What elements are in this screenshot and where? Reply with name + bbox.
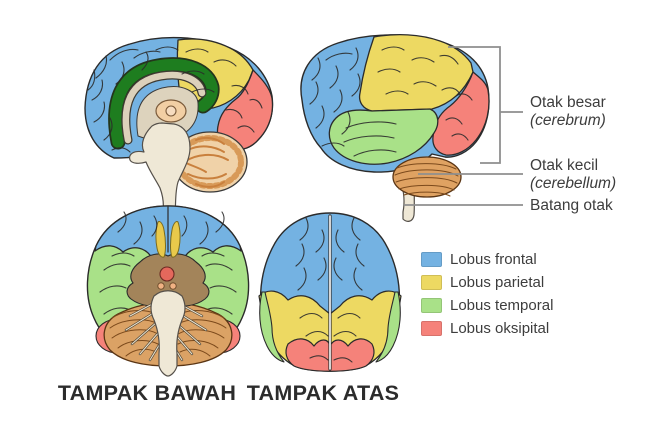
legend-swatch-oksipital	[421, 321, 442, 336]
legend-row-temporal: Lobus temporal	[421, 298, 553, 313]
legend-label-frontal: Lobus frontal	[450, 251, 537, 268]
sagittal-occipital-sulci	[225, 84, 263, 133]
superior-frontal-sulci	[295, 217, 365, 291]
superior-temporal-edge	[259, 291, 285, 363]
sagittal-cingulate-band	[109, 59, 218, 148]
superior-occipital-sulci	[309, 355, 353, 363]
sagittal-corpus-callosum	[122, 71, 206, 144]
inferior-mammillary-right	[169, 282, 177, 290]
legend-row-oksipital: Lobus oksipital	[421, 321, 553, 336]
label-batang-otak: Batang otak	[530, 197, 613, 214]
lateral-cerebellum-stripes	[394, 163, 459, 197]
inferior-pons-circle	[159, 266, 175, 282]
lateral-parietal-lobe	[358, 34, 474, 112]
superior-parietal-sulci	[299, 312, 361, 337]
label-otak-kecil-line1: Otak kecil	[530, 157, 599, 174]
lateral-brain-illustration	[300, 34, 490, 222]
label-otak-kecil-line2: (cerebellum)	[530, 175, 617, 192]
legend-row-frontal: Lobus frontal	[421, 252, 553, 267]
inferior-temporal-sulci-left	[99, 252, 135, 335]
olfactory-tract	[155, 221, 166, 258]
sagittal-arbor-vitae	[183, 136, 229, 188]
inferior-brainstem	[150, 290, 186, 377]
superior-brain-illustration	[258, 212, 402, 372]
lateral-frontal-sulci	[309, 47, 361, 147]
legend-swatch-frontal	[421, 252, 442, 267]
legend-label-temporal: Lobus temporal	[450, 297, 554, 314]
inferior-temporal-sulci-right	[201, 252, 237, 335]
sagittal-interthalamic-adhesion	[165, 105, 177, 117]
leader-lines	[404, 46, 523, 206]
label-otak-besar-line2: (cerebrum)	[530, 112, 606, 129]
cerebrum-bracket	[448, 46, 523, 164]
legend-swatch-parietal	[421, 275, 442, 290]
inferior-mammillary-left	[157, 282, 165, 290]
inferior-brain-illustration	[86, 205, 250, 377]
lobe-legend: Lobus frontal Lobus parietal Lobus tempo…	[421, 252, 553, 344]
lateral-parietal-sulci	[377, 46, 461, 95]
legend-row-parietal: Lobus parietal	[421, 275, 553, 290]
legend-swatch-temporal	[421, 298, 442, 313]
sagittal-parietal-sulci	[181, 48, 237, 93]
sagittal-frontal-sulci	[87, 46, 179, 153]
sagittal-brain-illustration	[84, 36, 274, 221]
inferior-frontal-sulci	[117, 211, 225, 245]
lateral-occipital-sulci	[445, 93, 473, 141]
label-otak-besar-line1: Otak besar	[530, 94, 606, 111]
legend-label-parietal: Lobus parietal	[450, 274, 545, 291]
inferior-cerebellum-stripes	[109, 310, 159, 357]
lateral-occipital-lobe	[432, 71, 490, 156]
lateral-temporal-sulci	[343, 121, 397, 157]
label-otak-besar: Otak besar (cerebrum)	[530, 94, 606, 130]
label-otak-kecil: Otak kecil (cerebellum)	[530, 157, 616, 193]
view-title-tampak-bawah: TAMPAK BAWAH	[57, 381, 237, 405]
inferior-cranial-nerves	[124, 300, 163, 362]
lateral-cerebellum	[392, 156, 462, 198]
sagittal-parietal-lobe	[176, 38, 254, 110]
view-title-tampak-atas: TAMPAK ATAS	[246, 381, 400, 405]
legend-label-oksipital: Lobus oksipital	[450, 320, 550, 337]
